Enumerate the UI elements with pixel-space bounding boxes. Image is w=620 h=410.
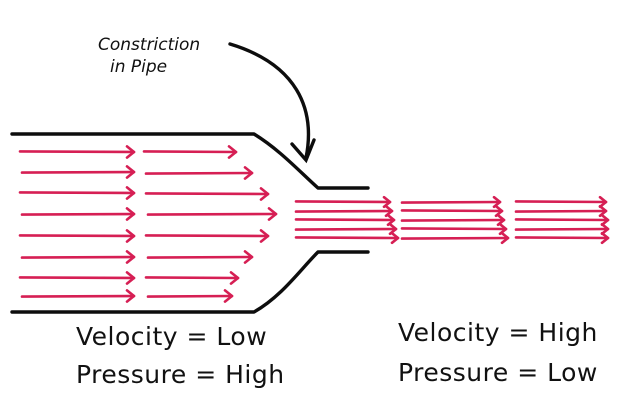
flow-arrows (18, 145, 610, 303)
arrow-right-icon (18, 271, 136, 285)
flow-arrow-head (125, 186, 136, 200)
arrow-right-icon (514, 195, 608, 209)
flow-arrow-shaft (400, 200, 502, 204)
flow-arrow-head (125, 229, 136, 243)
flow-arrow-head (500, 231, 510, 245)
flow-arrow-head (600, 222, 610, 236)
arrow-right-icon (400, 213, 506, 227)
arrow-right-icon (18, 186, 136, 200)
arrow-right-icon (144, 271, 240, 285)
flow-arrow-shaft (514, 218, 610, 222)
flow-arrow-shaft (514, 209, 608, 213)
arrowhead (290, 138, 316, 164)
pipe-bottom-wall (10, 250, 370, 314)
flow-arrow-head (125, 271, 136, 285)
flow-arrow-shaft (20, 212, 136, 216)
flow-arrow-shaft (144, 276, 240, 280)
flow-arrow-shaft (294, 227, 398, 231)
flow-arrow-head (227, 145, 238, 159)
flow-arrow-shaft (514, 200, 608, 204)
arrow-right-icon (146, 289, 234, 303)
pipe-walls (10, 132, 370, 314)
arrow-right-icon (400, 222, 508, 236)
arrow-right-icon (400, 195, 502, 209)
wide-pressure-label: Pressure = High (76, 360, 285, 389)
pipe-top-wall (10, 132, 370, 190)
arrow-right-icon (294, 195, 392, 209)
arrow-right-icon (20, 250, 136, 264)
arrow-right-icon (514, 213, 610, 227)
arrow-right-icon (514, 222, 610, 236)
arrow-right-icon (294, 231, 400, 245)
arrow-right-icon (142, 145, 238, 159)
arrow-right-icon (144, 229, 270, 243)
flow-arrow-head (598, 195, 608, 209)
arrow-right-icon (20, 165, 136, 179)
flow-arrow-shaft (146, 255, 254, 259)
flow-arrow-shaft (294, 218, 396, 222)
flow-arrow-head (600, 213, 610, 227)
flow-arrow-head (243, 250, 254, 264)
flow-arrow-shaft (144, 171, 254, 175)
flow-arrow-shaft (144, 192, 270, 196)
arrow-right-icon (144, 166, 254, 180)
flow-arrow-shaft (400, 227, 508, 231)
arrow-right-icon (146, 207, 278, 221)
wide-velocity-label: Velocity = Low (76, 322, 267, 351)
flow-arrow-shaft (18, 234, 136, 238)
flow-arrow-shaft (294, 200, 392, 204)
flow-arrow-shaft (146, 212, 278, 216)
constriction-pointer (228, 42, 316, 164)
arrow-right-icon (144, 187, 270, 201)
flow-arrow-head (223, 289, 234, 303)
flow-arrow-head (125, 207, 136, 221)
flow-arrow-shaft (400, 218, 506, 222)
arrow-right-icon (294, 204, 394, 218)
arrow-right-icon (18, 229, 136, 243)
arrow-right-icon (20, 289, 136, 303)
flow-arrow-head (125, 165, 136, 179)
narrow-velocity-label: Velocity = High (398, 318, 598, 347)
flow-arrow-shaft (20, 170, 136, 174)
flow-arrow-shaft (146, 294, 234, 298)
flow-arrow-shaft (18, 191, 136, 195)
arrow-right-icon (20, 207, 136, 221)
curved-arrow-icon (228, 42, 311, 160)
flow-arrow-head (390, 231, 400, 245)
flow-arrow-shaft (294, 236, 400, 240)
flow-arrow-head (259, 187, 270, 201)
arrow-right-icon (400, 231, 510, 245)
arrow-right-icon (514, 231, 610, 245)
flow-arrow-shaft (514, 236, 610, 240)
flow-arrow-shaft (400, 209, 504, 213)
flow-arrow-shaft (144, 234, 270, 238)
arrow-right-icon (514, 204, 608, 218)
flow-arrow-shaft (294, 209, 394, 213)
flow-arrow-shaft (18, 276, 136, 280)
flow-arrow-shaft (514, 227, 610, 231)
arrow-right-icon (146, 250, 254, 264)
flow-arrow-head (229, 271, 240, 285)
callout-line-1: Constriction (98, 35, 200, 55)
flow-arrow-head (267, 207, 278, 221)
flow-arrow-shaft (142, 150, 238, 154)
flow-arrow-shaft (400, 236, 510, 240)
flow-arrow-head (125, 289, 136, 303)
callout-line-2: in Pipe (110, 57, 167, 77)
flow-arrow-shaft (20, 294, 136, 298)
arrow-right-icon (18, 145, 136, 159)
flow-arrow-shaft (20, 255, 136, 259)
arrow-right-icon (400, 204, 504, 218)
flow-arrow-head (125, 145, 136, 159)
flow-arrow-head (600, 231, 610, 245)
arrow-right-icon (294, 222, 398, 236)
flow-arrow-head (243, 166, 254, 180)
arrow-right-icon (294, 213, 396, 227)
narrow-pressure-label: Pressure = Low (398, 358, 598, 387)
flow-arrow-shaft (18, 150, 136, 154)
flow-arrow-head (125, 250, 136, 264)
flow-arrow-head (259, 229, 270, 243)
